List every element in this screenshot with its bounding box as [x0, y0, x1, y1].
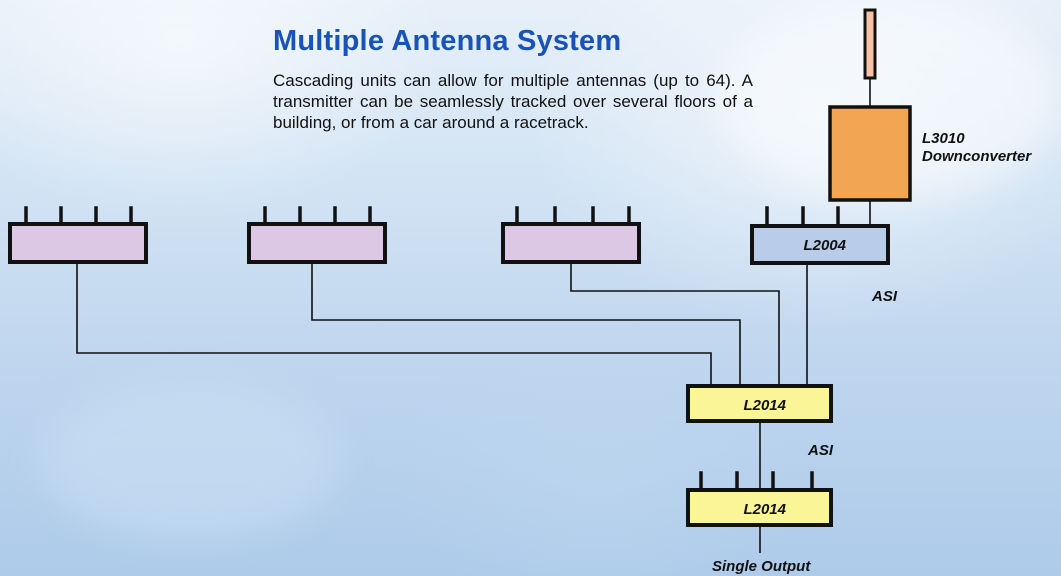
cable-receiver-3	[570, 262, 780, 385]
page-title: Multiple Antenna System	[273, 25, 622, 57]
receiver-unit-3	[501, 206, 641, 264]
cable-receiver-1	[76, 263, 712, 385]
cable-receiver-2	[311, 263, 741, 385]
receiver-unit-2	[247, 206, 387, 264]
downconverter-box	[828, 105, 912, 202]
single-output-label: Single Output	[712, 558, 811, 575]
l2004-unit: L2004	[750, 206, 890, 265]
downconverter-type-label: Downconverter	[922, 148, 1032, 165]
l2014-lower-label: L2014	[743, 501, 786, 518]
antenna-element	[863, 8, 877, 80]
asi-label-lower: ASI	[807, 442, 834, 459]
description-text: Cascading units can allow for multiple a…	[273, 71, 753, 132]
l2014-unit-lower: L2014	[686, 471, 833, 527]
receiver-unit-1	[8, 206, 148, 264]
l2004-label: L2004	[803, 237, 846, 254]
downconverter-model-label: L3010	[922, 130, 965, 147]
cable-group	[76, 78, 871, 553]
l2014-upper-label: L2014	[743, 397, 786, 414]
asi-label-upper: ASI	[871, 288, 898, 305]
l2014-unit-upper: L2014	[686, 384, 833, 423]
